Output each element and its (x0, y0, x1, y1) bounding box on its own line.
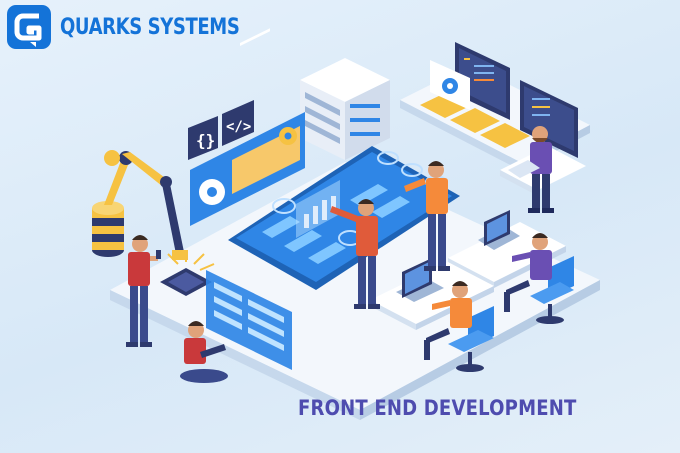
data-grid-panel (206, 270, 292, 370)
svg-text:{}: {} (196, 131, 215, 150)
gear-panel (430, 60, 470, 110)
person-sitting-tablet (180, 321, 228, 383)
office-chair-icon (530, 256, 574, 324)
logo-mark-icon (7, 5, 51, 49)
laptop-icon (478, 210, 520, 250)
office-chair-icon (448, 306, 494, 372)
person-seated-orange (424, 281, 472, 360)
person-orange-shirt (404, 161, 450, 271)
code-braces-icon: {} (188, 116, 218, 160)
page-headline: FRONT END DEVELOPMENT (298, 396, 577, 420)
person-laptop-standing (508, 126, 554, 213)
hologram-chart (296, 180, 340, 238)
brand-name: QUARKS SYSTEMS (60, 14, 240, 40)
person-touching-screen (330, 199, 380, 309)
chip-icon (160, 250, 215, 296)
robot-arm-icon (92, 150, 188, 260)
person-standing-phone (126, 235, 161, 347)
brand-logo: QUARKS SYSTEMS (6, 4, 279, 50)
monitor-icon (520, 80, 578, 158)
main-platform (110, 162, 600, 420)
code-slash-icon: </> (222, 100, 254, 146)
svg-text:</>: </> (226, 119, 251, 135)
server-rack-icon (300, 58, 390, 160)
dashboard-panel (190, 28, 305, 226)
person-seated-purple (504, 233, 552, 312)
